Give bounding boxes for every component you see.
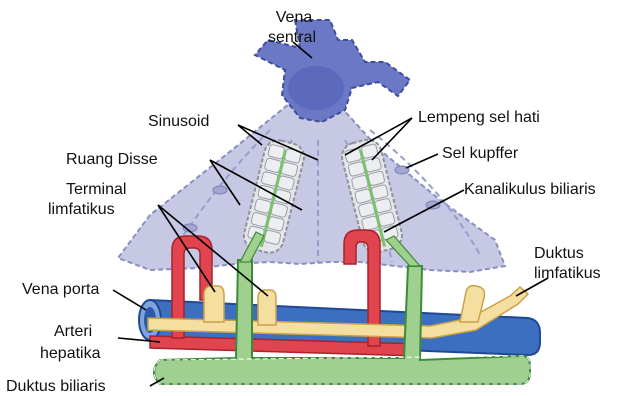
label-vena-sentral-line2: sentral	[268, 29, 316, 46]
label-duktus-limfatikus-line1: Duktus	[534, 245, 584, 262]
label-duktus-limfatikus-line2: limfatikus	[534, 265, 601, 282]
label-vena-porta: Vena porta	[22, 281, 100, 298]
kupffer-cell	[213, 186, 227, 194]
central-vein-lumen	[288, 66, 344, 110]
leader-lempeng-b	[372, 118, 412, 160]
label-terminal-limfatikus-line1: Terminal	[66, 181, 126, 198]
label-duktus-biliaris: Duktus biliaris	[6, 378, 106, 395]
label-kanalikulus-biliaris: Kanalikulus biliaris	[464, 181, 596, 198]
label-sinusoid: Sinusoid	[148, 113, 209, 130]
kupffer-cell	[426, 201, 440, 209]
label-lempeng-sel-hati: Lempeng sel hati	[418, 109, 540, 126]
label-sel-kupffer: Sel kupffer	[442, 145, 519, 162]
label-arteri-hepatika-line1: Arteri	[54, 323, 92, 340]
label-vena-sentral-line1: Vena	[276, 9, 313, 26]
label-terminal-limfatikus-line2: limfatikus	[48, 201, 115, 218]
label-ruang-disse: Ruang Disse	[66, 151, 158, 168]
leader-vena-porta	[113, 290, 146, 310]
label-arteri-hepatika-line2: hepatika	[40, 345, 101, 362]
leader-sel-kupffer	[406, 154, 438, 168]
